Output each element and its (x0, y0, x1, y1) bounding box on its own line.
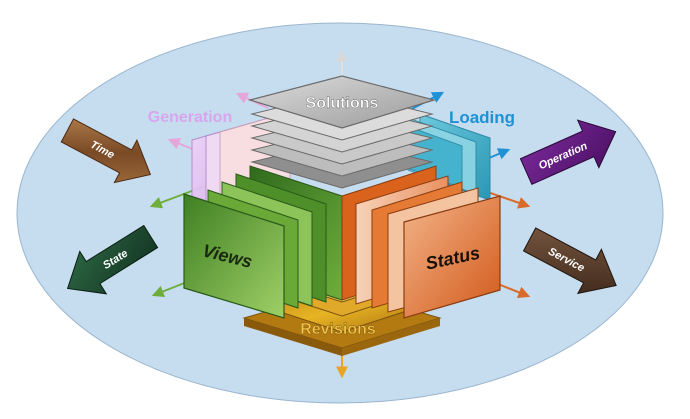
solutions-plates (247, 75, 437, 189)
solutions-label: Solutions (306, 95, 379, 112)
loading-label: Loading (449, 108, 515, 127)
generation-label: Generation (148, 109, 232, 126)
status-panels (341, 165, 501, 319)
time-arrow: Time (60, 118, 152, 184)
axis-status-arrow-2 (497, 283, 531, 299)
views-panels (183, 165, 343, 319)
state-arrow: State (66, 224, 159, 295)
revisions-label: Revisions (300, 321, 376, 338)
